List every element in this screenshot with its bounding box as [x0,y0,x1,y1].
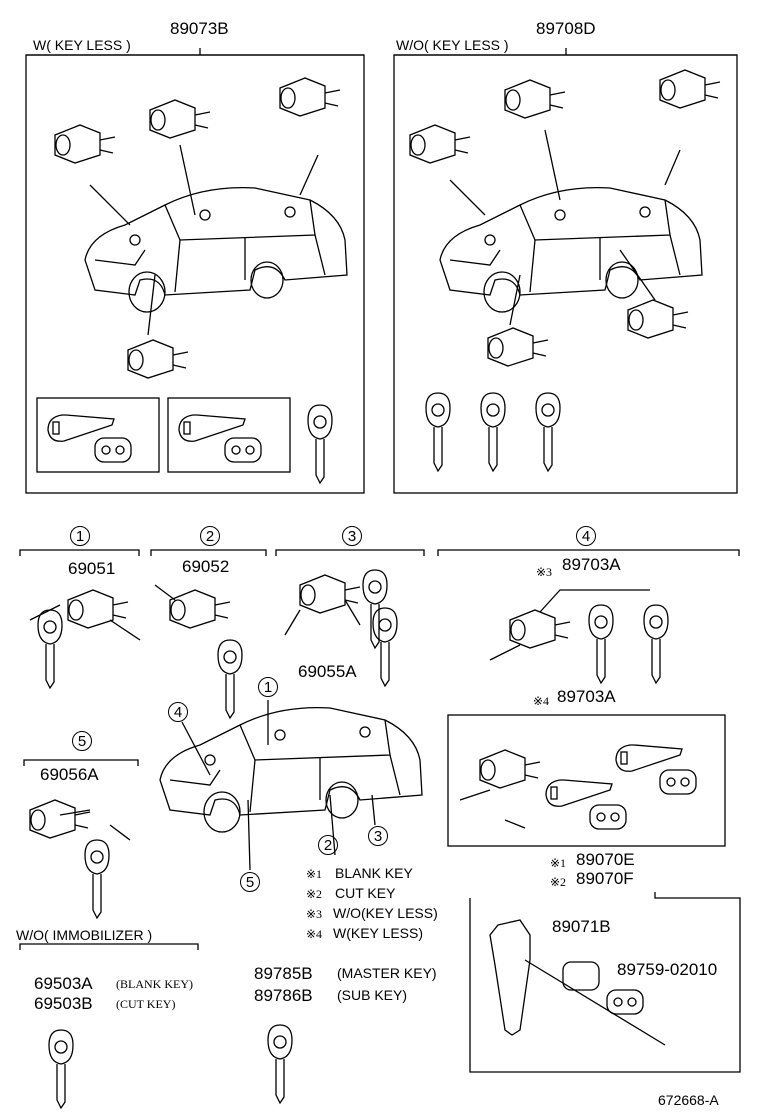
figure-id: 672668-A [658,1092,719,1108]
part-number-69052[interactable]: 69052 [182,557,230,576]
part-number-89708D[interactable]: 89708D [536,19,596,38]
callout-1: 1 [70,526,90,546]
keyless-label: W( KEY LESS ) [33,37,131,53]
note-mark: ※3 [536,565,553,579]
note-mark: ※4 [533,694,550,708]
callout-3: 3 [342,526,362,546]
note-mark: ※3 [306,907,323,921]
part-number-89071B[interactable]: 89071B [552,917,611,936]
master-key-desc: (MASTER KEY) [337,965,437,981]
note-mark: ※2 [306,887,323,901]
sub-key-desc: (SUB KEY) [337,987,408,1003]
part-number-69503B[interactable]: 69503B [34,994,93,1013]
blank-key-desc: (BLANK KEY) [116,977,193,991]
car-callout-3: 3 [368,826,388,846]
car-callout-2: 2 [318,835,338,855]
car-callout-4: 4 [168,702,188,722]
note-text: CUT KEY [335,885,396,901]
part-number-89073B[interactable]: 89073B [170,19,229,38]
part-number-89759-02010[interactable]: 89759-02010 [617,960,718,979]
cut-key-desc: (CUT KEY) [116,997,176,1011]
without-keyless-label: W/O( KEY LESS ) [396,37,509,53]
part-number-89785B[interactable]: 89785B [254,964,313,983]
part-number-89786B[interactable]: 89786B [254,986,313,1005]
part-number-69055A[interactable]: 69055A [298,662,357,681]
part-number-89070E[interactable]: 89070E [576,850,635,869]
note-mark: ※2 [550,875,567,889]
part-number-69056A[interactable]: 69056A [40,765,99,784]
note-mark: ※4 [306,927,323,941]
immobilizer-label: W/O( IMMOBILIZER ) [16,927,153,943]
callout-5: 5 [72,731,92,751]
note-text: W(KEY LESS) [333,925,423,941]
part-number-69051[interactable]: 69051 [68,559,116,578]
callout-2: 2 [200,526,220,546]
car-callout-5: 5 [240,872,260,892]
note-mark: ※1 [306,867,323,881]
note-mark: ※1 [550,856,567,870]
part-number-89070F[interactable]: 89070F [576,869,634,888]
part-number-89703A[interactable]: 89703A [562,555,621,574]
part-number-89703A-keyless[interactable]: 89703A [557,687,616,706]
callout-4: 4 [576,526,596,546]
note-text: W/O(KEY LESS) [333,905,438,921]
part-number-69503A[interactable]: 69503A [34,974,93,993]
note-text: BLANK KEY [335,865,413,881]
car-callout-1: 1 [258,677,278,697]
